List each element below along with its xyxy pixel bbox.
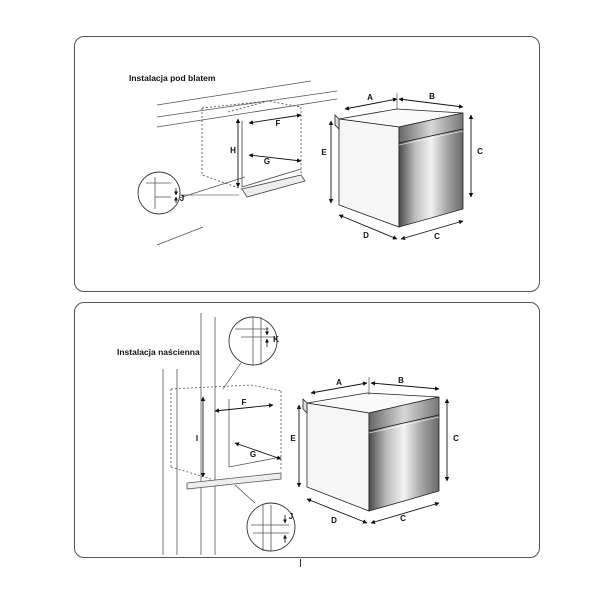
detail-circle-j — [234, 484, 296, 552]
label-g: G — [250, 450, 256, 459]
undercounter-diagram: H F G J A B — [137, 80, 483, 246]
dim-g-arrow — [248, 153, 302, 163]
oven-illustration — [334, 108, 464, 228]
label-b: B — [429, 92, 435, 101]
label-g: G — [264, 157, 270, 166]
label-d: D — [331, 516, 337, 525]
label-c-height: C — [477, 147, 483, 156]
label-j: J — [289, 512, 293, 521]
label-d: D — [363, 231, 369, 240]
detail-circle-j — [137, 171, 239, 215]
label-h: H — [230, 146, 236, 155]
label-a: A — [367, 93, 373, 102]
label-k: K — [273, 335, 279, 344]
cabinet-niche — [201, 100, 306, 198]
panel-title: Instalacja naścienna — [117, 347, 200, 357]
label-e: E — [321, 148, 327, 157]
label-i: I — [196, 434, 198, 443]
label-b: B — [398, 376, 404, 385]
label-j: J — [180, 194, 184, 203]
dim-f-arrow — [248, 113, 302, 125]
label-a: A — [336, 378, 342, 387]
label-f: F — [276, 119, 281, 128]
oven-illustration — [302, 392, 440, 512]
panel-title: Instalacja pod blatem — [129, 73, 216, 83]
countertop-lines — [156, 80, 338, 246]
undercounter-installation-panel: Instalacja pod blatem — [74, 36, 540, 292]
label-c-height: C — [453, 434, 459, 443]
wall-installation-panel: Instalacja naścienna — [74, 302, 540, 558]
label-c-base: C — [434, 232, 440, 241]
wall-diagram: I F G K J — [162, 313, 459, 555]
label-c-base: C — [400, 514, 406, 523]
detail-circle-k — [222, 316, 278, 390]
center-tick-mark — [300, 559, 301, 567]
label-e: E — [290, 434, 296, 443]
label-f: F — [242, 398, 247, 407]
